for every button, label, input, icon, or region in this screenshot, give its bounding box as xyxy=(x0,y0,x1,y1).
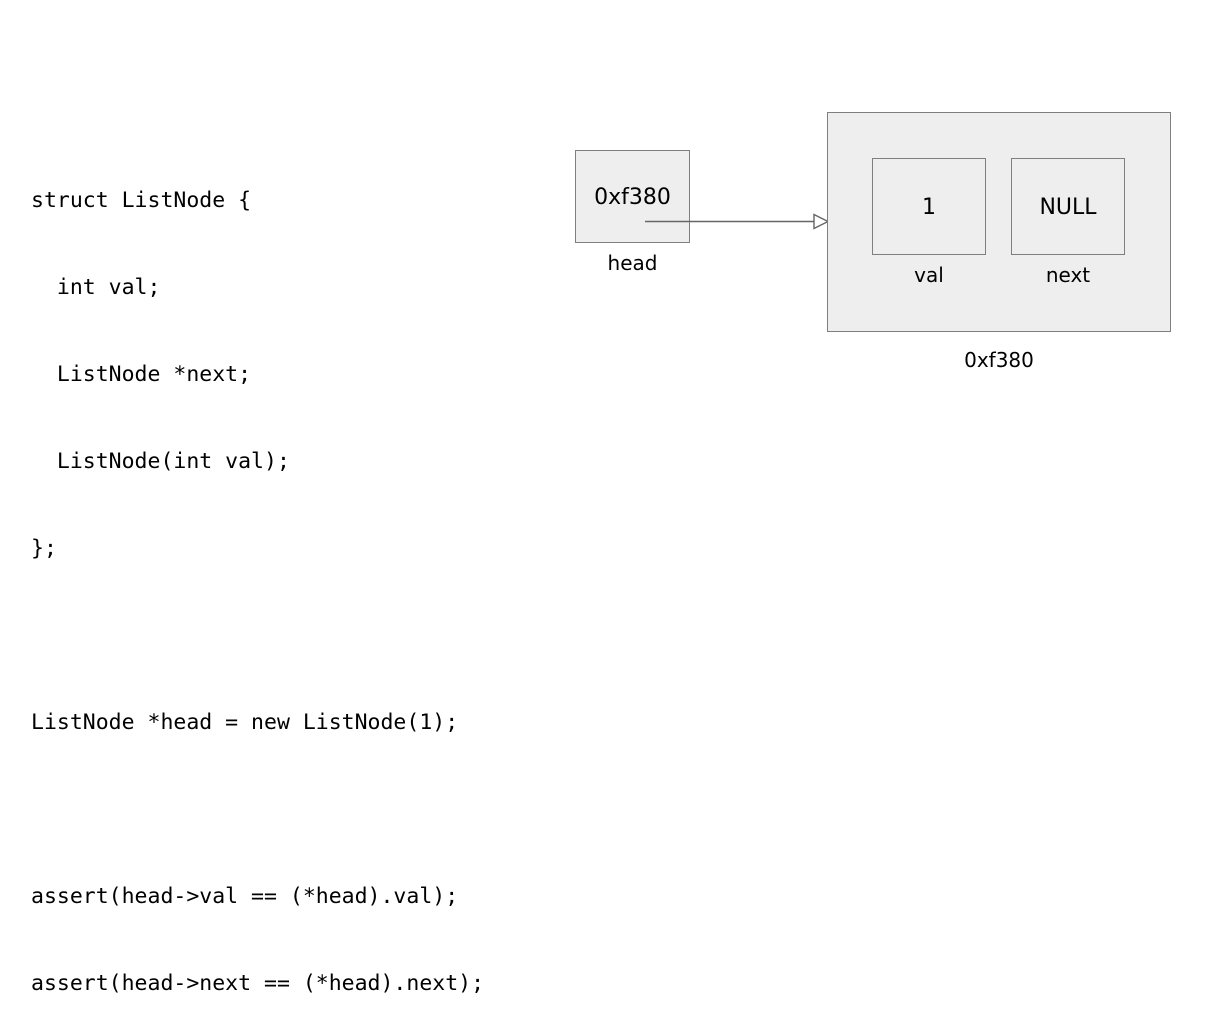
code-line-3: ListNode *next; xyxy=(31,362,252,387)
pointer-diagram: 0xf380 head 1 val NULL next 0xf380 xyxy=(575,112,1171,372)
node-field-next-box: NULL xyxy=(1011,158,1125,255)
head-pointer-box: 0xf380 xyxy=(575,150,690,243)
node-field-val-label: val xyxy=(914,263,944,287)
head-pointer-label: head xyxy=(607,251,658,275)
code-block: struct ListNode { int val; ListNode *nex… xyxy=(31,128,484,1027)
node-field-next-value: NULL xyxy=(1039,195,1097,220)
code-line-5: }; xyxy=(31,536,57,561)
code-line-4: ListNode(int val); xyxy=(31,449,290,474)
node-field-val-box: 1 xyxy=(872,158,986,255)
code-line-2: int val; xyxy=(31,275,161,300)
pointer-arrow-icon xyxy=(645,213,830,230)
node-field-next-label: next xyxy=(1045,263,1091,287)
code-line-6 xyxy=(31,621,484,650)
code-line-7: ListNode *head = new ListNode(1); xyxy=(31,710,459,735)
code-line-8 xyxy=(31,795,484,824)
code-line-9: assert(head->val == (*head).val); xyxy=(31,884,459,909)
node-field-val-value: 1 xyxy=(922,195,936,220)
code-line-1: struct ListNode { xyxy=(31,188,252,213)
head-pointer-value: 0xf380 xyxy=(594,185,671,210)
code-line-10: assert(head->next == (*head).next); xyxy=(31,971,485,996)
heap-node-address-label: 0xf380 xyxy=(964,348,1034,372)
